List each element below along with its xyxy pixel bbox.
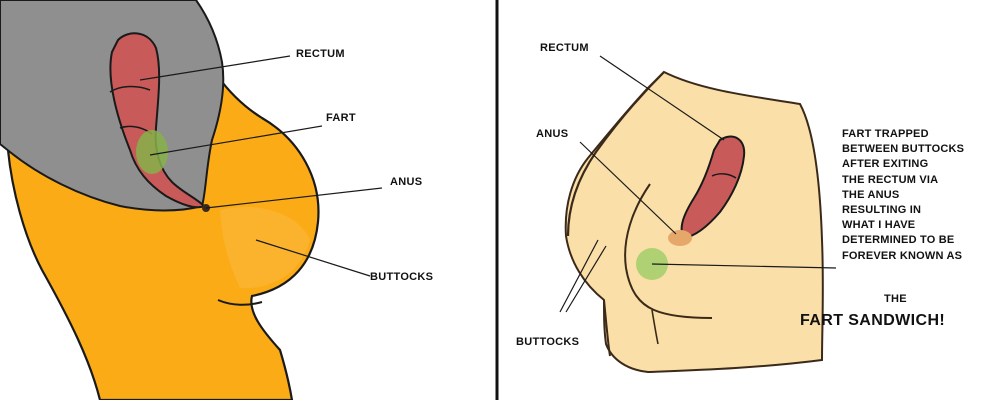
right-anus <box>668 230 692 246</box>
caption-line: FART TRAPPED <box>842 128 929 140</box>
left-label-fart: FART <box>326 112 356 124</box>
right-anus-leader <box>579 141 677 235</box>
right-panel <box>559 55 837 374</box>
right-label-anus: ANUS <box>536 128 569 140</box>
right-label-rectum: RECTUM <box>540 42 589 54</box>
caption-line: DETERMINED TO BE <box>842 234 955 247</box>
right-crease-lower <box>603 299 611 357</box>
right-crease-thigh <box>651 309 659 345</box>
right-rectum <box>680 135 746 240</box>
right-buttocks-leader-1 <box>559 239 599 313</box>
right-rectum-fold <box>711 173 737 179</box>
right-rectum-leader <box>599 55 725 141</box>
caption-title: FART SANDWICH! <box>800 312 946 329</box>
caption-the: THE <box>884 293 907 305</box>
right-crease-inner <box>624 183 713 319</box>
right-fart-leader <box>651 263 837 269</box>
left-buttocks-highlight <box>220 206 310 289</box>
left-fart <box>136 130 168 174</box>
caption-text: FART TRAPPED BETWEEN BUTTOCKS AFTER EXIT… <box>842 127 964 264</box>
right-back-outline <box>566 71 665 237</box>
left-rectum <box>109 32 206 209</box>
caption-line: BETWEEN BUTTOCKS <box>842 143 965 156</box>
caption-line: WHAT I HAVE <box>842 219 916 232</box>
left-fart-leader <box>149 125 323 156</box>
left-label-buttocks: BUTTOCKS <box>370 271 434 283</box>
left-rectum-fold-1 <box>109 85 151 93</box>
left-panel <box>0 0 383 402</box>
left-gray-area <box>0 0 225 212</box>
caption-line: THE RECTUM VIA <box>842 173 939 186</box>
right-label-buttocks: BUTTOCKS <box>516 336 580 348</box>
caption-line: RESULTING IN <box>842 204 922 217</box>
left-buttocks-leader <box>255 239 371 277</box>
caption-line: FOREVER KNOWN AS <box>842 249 963 262</box>
left-label-rectum: RECTUM <box>296 48 345 60</box>
right-buttocks-leader-2 <box>565 245 607 313</box>
left-rectum-leader <box>139 55 291 81</box>
caption-line: AFTER EXITING <box>842 158 929 171</box>
left-anus-leader <box>205 187 383 209</box>
caption-line: THE ANUS <box>842 188 900 201</box>
left-label-anus: ANUS <box>390 176 423 188</box>
left-crease <box>217 299 263 306</box>
